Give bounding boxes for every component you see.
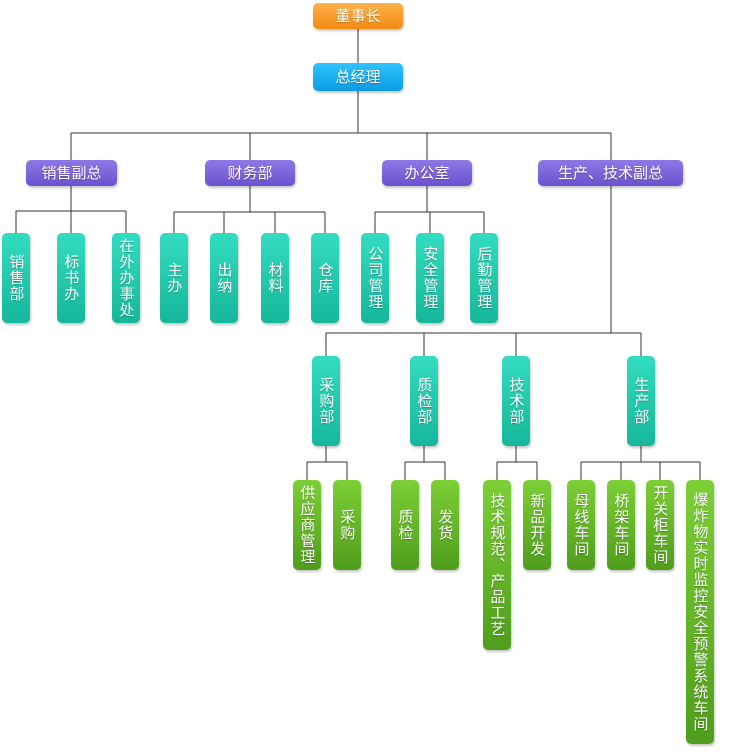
node-sales-dept: 销售部 bbox=[2, 233, 30, 323]
node-purchasing-dept: 采购部 bbox=[312, 356, 340, 446]
node-tech-standards: 技术规范、产品工艺 bbox=[483, 480, 511, 650]
node-switchgear-workshop: 开关柜车间 bbox=[646, 480, 674, 570]
node-field-office: 在外办事处 bbox=[112, 233, 140, 323]
node-explosive-monitoring-workshop: 爆炸物实时监控安全预警系统车间 bbox=[686, 480, 714, 744]
node-procurement: 采购 bbox=[333, 480, 361, 570]
node-general-manager: 总经理 bbox=[313, 63, 403, 91]
node-technical-dept: 技术部 bbox=[502, 356, 530, 446]
node-company-management: 公司管理 bbox=[361, 233, 389, 323]
node-production-tech-vp: 生产、技术副总 bbox=[538, 160, 683, 186]
node-materials: 材料 bbox=[261, 233, 289, 323]
node-logistics-management: 后勤管理 bbox=[470, 233, 498, 323]
node-tray-workshop: 桥架车间 bbox=[607, 480, 635, 570]
node-cashier: 出纳 bbox=[210, 233, 238, 323]
node-finance-dept: 财务部 bbox=[205, 160, 295, 186]
node-office: 办公室 bbox=[382, 160, 472, 186]
node-shipping: 发货 bbox=[431, 480, 459, 570]
node-chairman: 董事长 bbox=[313, 3, 403, 29]
node-busbar-workshop: 母线车间 bbox=[567, 480, 595, 570]
node-bid-office: 标书办 bbox=[57, 233, 85, 323]
node-new-product-dev: 新品开发 bbox=[523, 480, 551, 570]
node-inspection: 质检 bbox=[391, 480, 419, 570]
node-production-dept: 生产部 bbox=[627, 356, 655, 446]
node-quality-dept: 质检部 bbox=[410, 356, 438, 446]
node-warehouse: 仓库 bbox=[311, 233, 339, 323]
node-sales-vp: 销售副总 bbox=[26, 160, 117, 186]
node-safety-management: 安全管理 bbox=[416, 233, 444, 323]
node-chief-accountant: 主办 bbox=[160, 233, 188, 323]
node-supplier-management: 供应商管理 bbox=[293, 480, 321, 570]
